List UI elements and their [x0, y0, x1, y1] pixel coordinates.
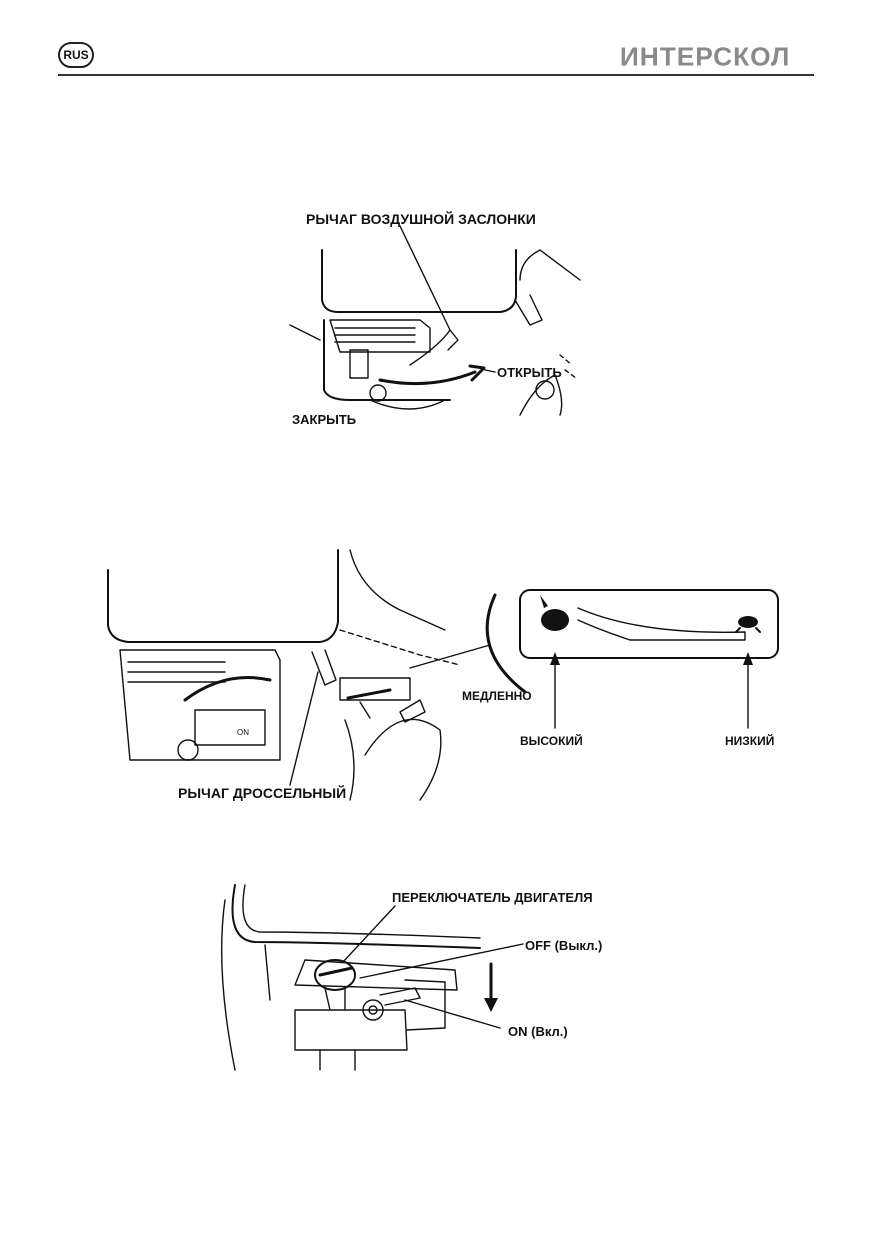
- throttle-lever-label: РЫЧАГ ДРОССЕЛЬНЫЙ: [178, 784, 346, 801]
- engine-switch-label: ПЕРЕКЛЮЧАТЕЛЬ ДВИГАТЕЛЯ: [392, 890, 593, 905]
- throttle-slow-label: МЕДЛЕННО: [462, 689, 532, 703]
- throttle-high-label: ВЫСОКИЙ: [520, 733, 583, 748]
- choke-open-label: ОТКРЫТЬ: [497, 365, 562, 380]
- choke-lever-label: РЫЧАГ ВОЗДУШНОЙ ЗАСЛОНКИ: [306, 210, 536, 227]
- brand-logo: ИНТЕРСКОЛ: [620, 41, 790, 71]
- engine-switch-figure: ПЕРЕКЛЮЧАТЕЛЬ ДВИГАТЕЛЯ OFF (Выкл.) ON (…: [220, 884, 602, 1071]
- svg-text:ИНТЕРСКОЛ: ИНТЕРСКОЛ: [620, 41, 790, 71]
- throttle-lever-figure: МЕДЛЕННО ВЫСОКИЙ НИЗКИЙ РЫЧАГ ДРОССЕЛЬНЫ…: [107, 549, 779, 801]
- engine-switch-on-label: ON (Вкл.): [508, 1024, 568, 1039]
- choke-lever-figure: РЫЧАГ ВОЗДУШНОЙ ЗАСЛОНКИ ОТКРЫТЬ ЗАКРЫТЬ: [289, 210, 581, 427]
- choke-close-label: ЗАКРЫТЬ: [292, 412, 356, 427]
- header-divider: [58, 74, 814, 76]
- throttle-small-on-label: ON: [237, 728, 249, 737]
- engine-switch-off-label: OFF (Выкл.): [525, 938, 602, 953]
- language-badge: RUS: [58, 42, 94, 68]
- page-header: RUS ИНТЕРСКОЛ: [58, 40, 814, 76]
- throttle-low-label: НИЗКИЙ: [725, 733, 774, 748]
